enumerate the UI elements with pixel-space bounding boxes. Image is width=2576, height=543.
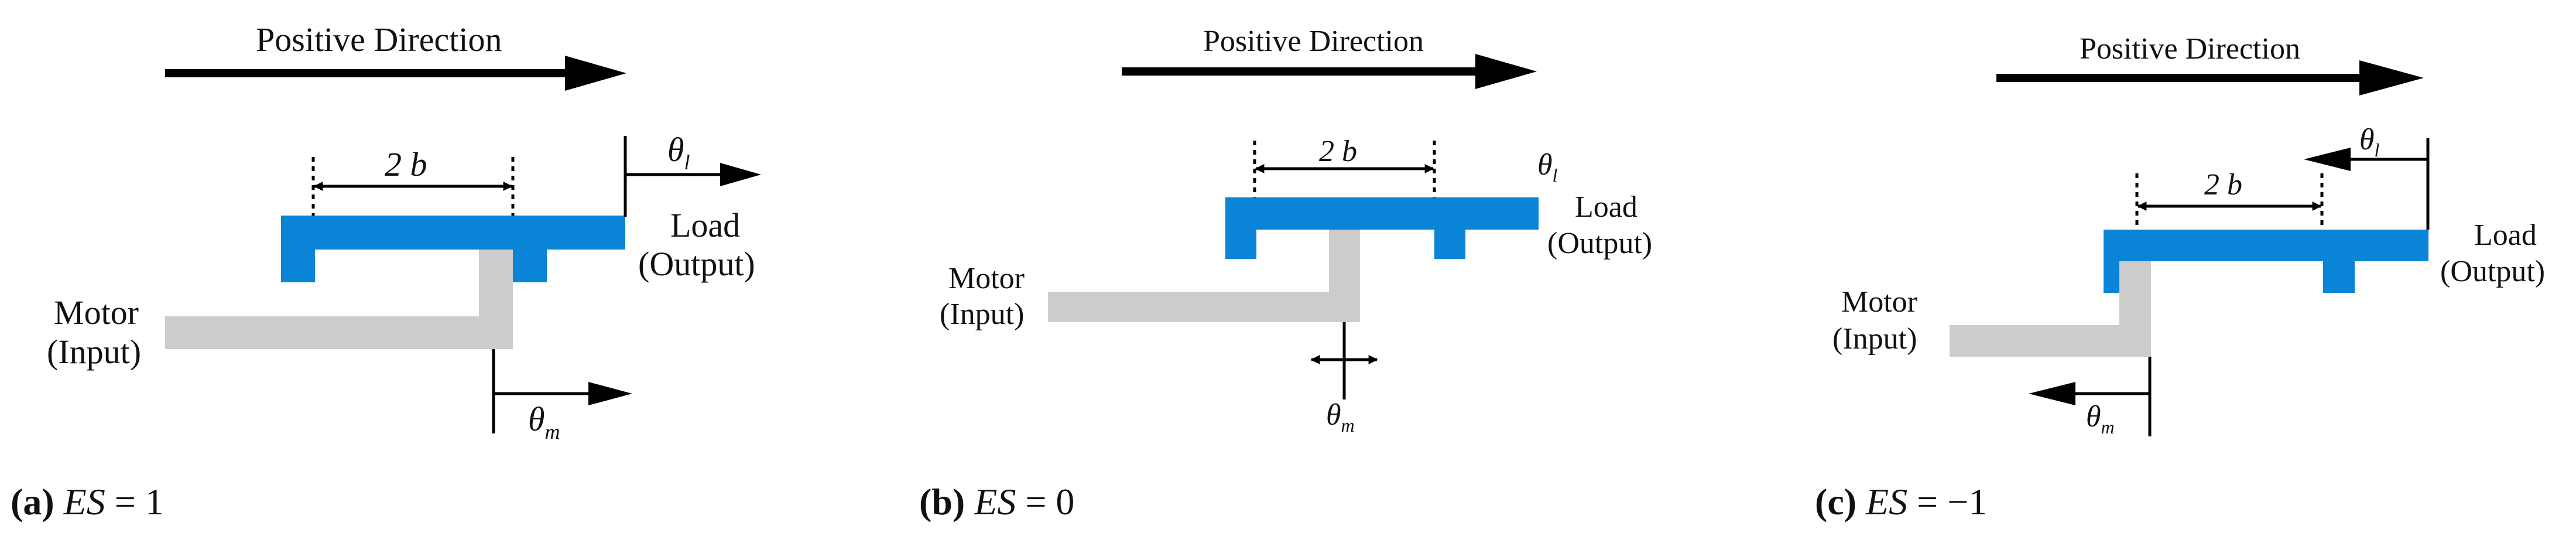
load-part <box>281 216 625 282</box>
load-part <box>1225 197 1539 259</box>
positive-direction-arrow-head <box>2359 60 2424 95</box>
motor-part <box>1950 261 2151 357</box>
theta-l-label: θl <box>2359 123 2380 160</box>
positive-direction-label: Positive Direction <box>1203 25 1424 58</box>
dimension-label: 2 b <box>1319 135 1357 168</box>
motor-label: Motor <box>948 262 1025 295</box>
theta-m-arrow-head <box>588 382 632 405</box>
dimension-label: 2 b <box>2204 168 2242 202</box>
theta-l-label: θl <box>667 131 690 174</box>
load-output-label: (Output) <box>638 245 755 283</box>
motor-input-label: (Input) <box>47 333 141 371</box>
theta-l-arrow-head <box>2304 148 2351 171</box>
motor-label: Motor <box>1841 285 1917 319</box>
positive-direction-arrow-head <box>565 56 626 91</box>
panel-c: Positive Direction 2 b θl Load (Output) … <box>1815 32 2545 522</box>
theta-l-label: θl <box>1537 148 1558 186</box>
motor-label: Motor <box>54 293 139 332</box>
theta-m-label: θm <box>2086 400 2115 438</box>
load-label: Load <box>1575 190 1638 224</box>
panel-a: Positive Direction 2 b θl Load (Output) … <box>11 21 761 522</box>
motor-input-label: (Input) <box>1832 322 1917 356</box>
theta-l-arrow-head <box>720 163 761 186</box>
positive-direction-label: Positive Direction <box>2080 32 2300 66</box>
load-output-label: (Output) <box>1547 227 1652 260</box>
motor-input-label: (Input) <box>940 298 1024 331</box>
positive-direction-arrow-head <box>1475 54 1537 89</box>
positive-direction-label: Positive Direction <box>256 21 502 59</box>
theta-m-label: θm <box>528 400 560 443</box>
theta-m-arrow-head <box>2029 382 2075 405</box>
caption-c: (c)ES = −1 <box>1815 481 1987 522</box>
load-part <box>2104 230 2428 293</box>
caption-a: (a)ES = 1 <box>11 481 164 522</box>
theta-m-label: θm <box>1326 398 1355 436</box>
load-output-label: (Output) <box>2440 255 2545 288</box>
dimension-label: 2 b <box>385 145 427 183</box>
caption-b: (b)ES = 0 <box>919 481 1074 522</box>
load-label: Load <box>670 206 740 244</box>
motor-part <box>1048 230 1360 322</box>
load-label: Load <box>2474 218 2537 252</box>
panel-b: Positive Direction 2 b θl Load (Output) … <box>919 25 1652 522</box>
motor-part <box>165 250 513 349</box>
